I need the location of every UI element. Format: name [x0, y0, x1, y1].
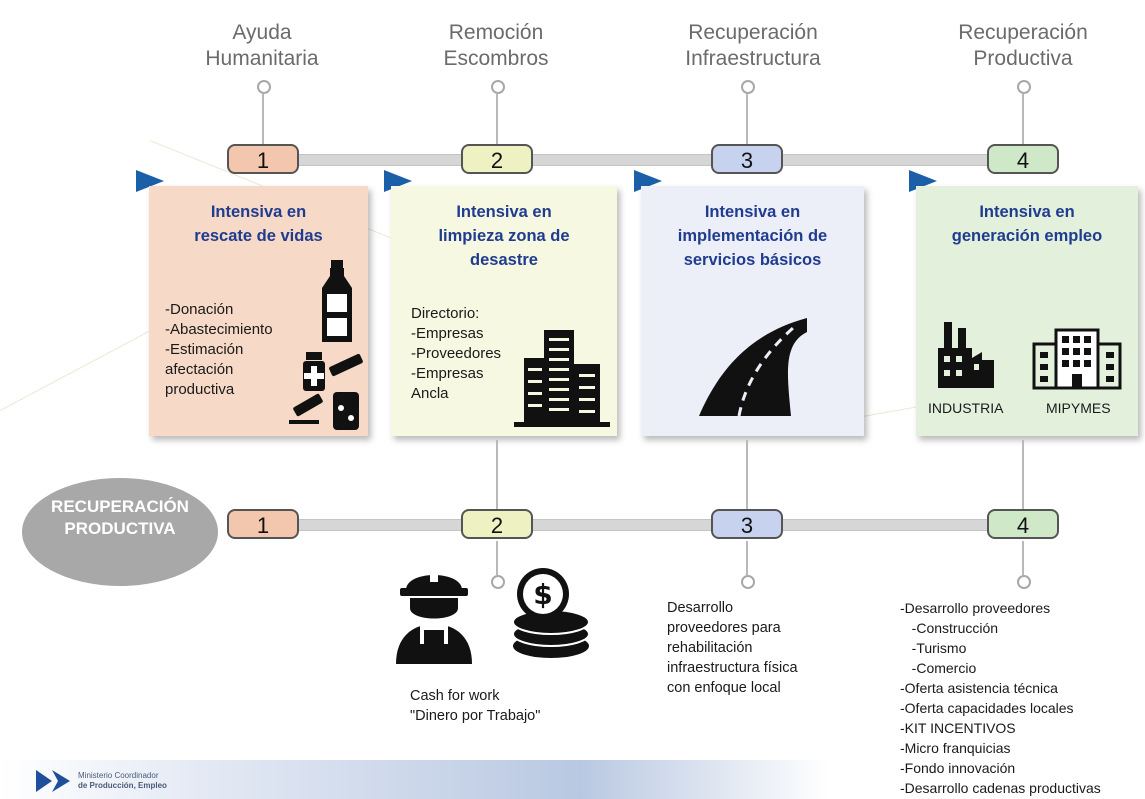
connector-ring	[491, 80, 505, 94]
connector-ring	[491, 575, 505, 589]
timeline-track-top	[296, 154, 996, 166]
phase-card-4: Intensiva en generación empleo INDUSTRIA…	[916, 186, 1138, 436]
phase-number-1: 1	[227, 144, 299, 174]
connector-line	[496, 440, 498, 510]
phase-card-1: Intensiva en rescate de vidas -Donación …	[149, 186, 368, 436]
phase-card-2: Intensiva en limpieza zona de desastre D…	[391, 186, 617, 436]
footer-org-line-1: Ministerio Coordinador	[78, 771, 159, 780]
connector-line	[746, 94, 748, 144]
phase-number-4: 4	[987, 144, 1059, 174]
buildings-icon	[514, 330, 610, 427]
phase-title-3: Recuperación Infraestructura	[685, 21, 821, 70]
connector-line	[496, 94, 498, 144]
connector-line	[746, 440, 748, 510]
phase-card-3: Intensiva en implementación de servicios…	[641, 186, 864, 436]
note-cash-for-work: Cash for work "Dinero por Trabajo"	[410, 688, 541, 724]
connector-ring	[257, 80, 271, 94]
connector-line	[746, 541, 748, 575]
lower-number-1: 1	[227, 509, 299, 539]
timeline-track-bottom	[296, 519, 996, 531]
medicine-icon	[289, 352, 363, 430]
card-text: -Donación -Abastecimiento -Estimación af…	[165, 301, 273, 398]
connector-ring	[1017, 575, 1031, 589]
bottle-icon	[322, 260, 352, 342]
lower-number-4: 4	[987, 509, 1059, 539]
phase-number-3: 3	[711, 144, 783, 174]
card-title: Intensiva en implementación de servicios…	[677, 203, 828, 269]
connector-line	[1022, 440, 1024, 510]
connector-ring	[741, 80, 755, 94]
phase-title-2: Remoción Escombros	[443, 21, 549, 70]
coins-icon: $	[512, 568, 590, 658]
card-title: Intensiva en rescate de vidas	[194, 203, 323, 245]
industria-label: INDUSTRIA	[928, 400, 1004, 416]
footer-org-line-2: de Producción, Empleo	[78, 781, 167, 790]
footer-band	[0, 760, 830, 799]
phase-title-4: Recuperación Productiva	[958, 21, 1088, 70]
mipymes-label: MIPYMES	[1046, 400, 1111, 416]
lower-number-3: 3	[711, 509, 783, 539]
road-icon	[699, 318, 807, 417]
connector-line	[496, 541, 498, 575]
card-title: Intensiva en limpieza zona de desastre	[438, 203, 570, 269]
worker-icon	[396, 566, 472, 664]
phase-title-1: Ayuda Humanitaria	[205, 21, 319, 70]
connector-line	[1022, 541, 1024, 575]
badge-text: RECUPERACIÓN PRODUCTIVA	[51, 497, 189, 538]
factory-icon	[938, 322, 994, 388]
phase-number-2: 2	[461, 144, 533, 174]
connector-line	[1022, 94, 1024, 144]
recuperacion-productiva-badge	[22, 478, 218, 586]
svg-text:$: $	[533, 578, 552, 611]
lower-number-2: 2	[461, 509, 533, 539]
card-title: Intensiva en generación empleo	[951, 203, 1103, 245]
note-desarrollo-proveedores: Desarrollo proveedores para rehabilitaci…	[667, 600, 798, 696]
note-recuperacion-productiva: -Desarrollo proveedores -Construcción -T…	[900, 600, 1101, 796]
connector-ring	[1017, 80, 1031, 94]
ministry-logo-icon	[36, 770, 70, 792]
card-text: Directorio: -Empresas -Proveedores -Empr…	[411, 305, 502, 402]
connector-line	[262, 94, 264, 144]
connector-ring	[741, 575, 755, 589]
office-building-icon	[1032, 328, 1122, 390]
